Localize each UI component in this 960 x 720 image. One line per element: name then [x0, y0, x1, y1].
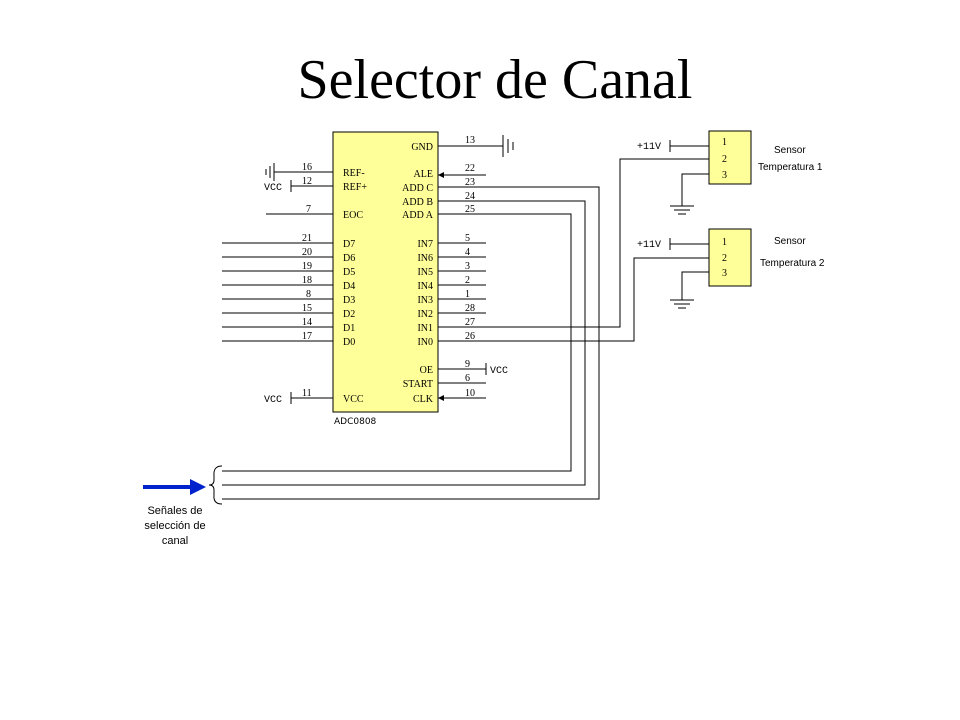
pin-number: 4 — [465, 247, 470, 258]
pin-number: 18 — [302, 275, 312, 286]
in0-wire — [438, 257, 709, 342]
sensor2-name: Sensor — [774, 236, 806, 247]
sensor1-ground-wire — [681, 173, 709, 206]
bus-brace — [208, 465, 223, 505]
pin-number: 11 — [302, 388, 312, 399]
pin-number: 28 — [465, 303, 475, 314]
pin-label: ALE — [414, 169, 433, 180]
pin-label: ADD B — [402, 197, 433, 208]
vcc-oe-label: VCC — [490, 366, 508, 377]
pin-label: ADD C — [402, 183, 433, 194]
caption-line: selección de — [144, 520, 205, 532]
pin-number: 24 — [465, 191, 475, 202]
sensor-pin: 1 — [722, 137, 727, 148]
pin-number: 19 — [302, 261, 312, 272]
add-b-wire — [222, 200, 586, 486]
sensor1-subname: Temperatura 1 — [758, 162, 823, 173]
in1-wire — [438, 158, 709, 328]
pin-number: 10 — [465, 388, 475, 399]
sensor-pin: 3 — [722, 170, 727, 181]
caption-line: canal — [162, 535, 188, 547]
pin-label: D3 — [343, 295, 355, 306]
add-a-wire — [222, 213, 572, 472]
chip-name: ADC0808 — [334, 417, 377, 427]
pin-number: 16 — [302, 162, 312, 173]
pin-label: IN0 — [417, 337, 433, 348]
sensor2-subname: Temperatura 2 — [760, 258, 825, 269]
pin-number: 13 — [465, 135, 475, 146]
pin-label: D6 — [343, 253, 355, 264]
sensor-pin: 2 — [722, 253, 727, 264]
pin-number: 8 — [306, 289, 311, 300]
pin-number: 6 — [465, 373, 470, 384]
pin-label: D5 — [343, 267, 355, 278]
pin-label: D2 — [343, 309, 355, 320]
sensor-pin: 2 — [722, 154, 727, 165]
pin-number: 12 — [302, 176, 312, 187]
pin-label: REF+ — [343, 182, 367, 193]
signal-arrow-icon — [190, 479, 206, 495]
pin-label: D4 — [343, 281, 355, 292]
sensor1-block — [708, 130, 752, 185]
vcc-ref-label: VCC — [264, 183, 282, 194]
pin-number: 5 — [465, 233, 470, 244]
pin-label: IN2 — [417, 309, 433, 320]
pin-label: START — [403, 379, 433, 390]
add-c-wire — [222, 186, 600, 500]
pin-number: 1 — [465, 289, 470, 300]
pin-label: IN1 — [417, 323, 433, 334]
ale-arrow-icon — [438, 172, 444, 178]
pin-number: 14 — [302, 317, 312, 328]
pin-number: 20 — [302, 247, 312, 258]
pin-number: 2 — [465, 275, 470, 286]
vcc-pin11-label: VCC — [264, 395, 282, 406]
pin-label: IN7 — [417, 239, 433, 250]
pin-number: 17 — [302, 331, 312, 342]
pin-label: D7 — [343, 239, 355, 250]
sensor-pin: 3 — [722, 268, 727, 279]
pin-number: 27 — [465, 317, 475, 328]
sensor1-supply-label: +11V — [637, 142, 661, 153]
pin-number: 7 — [306, 204, 311, 215]
pin-label: OE — [420, 365, 433, 376]
clk-arrow-icon — [438, 395, 444, 401]
sensor-pin: 1 — [722, 237, 727, 248]
sensor2-block — [708, 228, 752, 287]
pin-number: 3 — [465, 261, 470, 272]
pin-label: EOC — [343, 210, 363, 221]
pin-number: 21 — [302, 233, 312, 244]
pin-number: 9 — [465, 359, 470, 370]
pin-label: IN6 — [417, 253, 433, 264]
pin-label: CLK — [413, 394, 434, 405]
adc0808-chip — [332, 131, 439, 413]
sensor2-ground-wire — [681, 271, 709, 300]
pin-label: IN3 — [417, 295, 433, 306]
caption-line: Señales de — [147, 505, 202, 517]
pin-label: REF- — [343, 168, 365, 179]
pin-number: 25 — [465, 204, 475, 215]
pin-label: VCC — [343, 394, 364, 405]
pin-number: 23 — [465, 177, 475, 188]
page-title: Selector de Canal — [297, 49, 693, 111]
pin-number: 26 — [465, 331, 475, 342]
pin-label: GND — [411, 142, 433, 153]
sensor1-name: Sensor — [774, 145, 806, 156]
pin-number: 15 — [302, 303, 312, 314]
pin-number: 22 — [465, 163, 475, 174]
pin-label: ADD A — [402, 210, 434, 221]
sensor2-supply-label: +11V — [637, 240, 661, 251]
pin-label: IN5 — [417, 267, 433, 278]
pin-label: IN4 — [417, 281, 433, 292]
pin-label: D1 — [343, 323, 355, 334]
pin-label: D0 — [343, 337, 355, 348]
